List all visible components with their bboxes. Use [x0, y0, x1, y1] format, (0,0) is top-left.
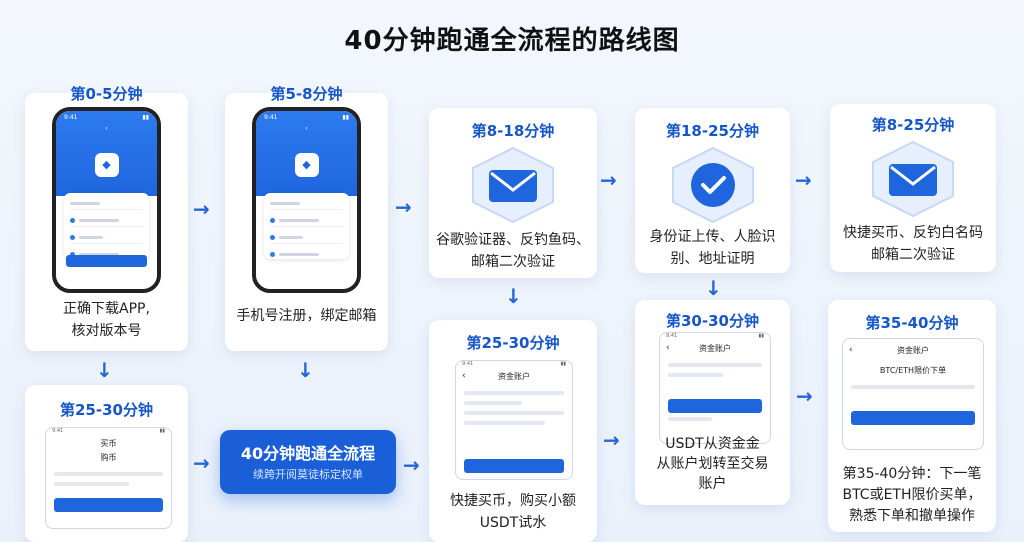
step-time: 第30-30分钟	[666, 312, 759, 330]
arrow-down-icon: ↓	[505, 284, 522, 308]
center-subtitle: 续跨开阅莫徒标定权单	[253, 468, 363, 481]
arrow-right-icon: →	[403, 453, 420, 477]
phone-mockup: 9:41▮▮ ‹ ◆	[52, 107, 161, 293]
screen-subtitle: 购币	[100, 453, 117, 462]
arrow-right-icon: →	[600, 168, 617, 192]
step-desc: 谷歌验证器、反钓鱼码、	[436, 232, 590, 248]
step-card-9: 第35-40分钟 ‹资金账户 BTC/ETH限价下单 第35-40分钟：下一笔 …	[828, 300, 996, 532]
check-icon	[671, 146, 754, 224]
step-desc: 邮箱二次验证	[871, 247, 955, 263]
step-card-4: 第18-25分钟 身份证上传、人脸识 别、地址证明	[635, 108, 790, 273]
step-desc: 核对版本号	[71, 323, 142, 339]
step-desc: 快捷买币，购买小额	[450, 493, 576, 509]
step-desc: 身份证上传、人脸识	[649, 229, 776, 245]
step-desc: 快捷买币、反钓白名码	[843, 225, 983, 241]
arrow-down-icon: ↓	[297, 358, 314, 382]
step-time: 第18-25分钟	[666, 122, 759, 140]
screen-subtitle: BTC/ETH限价下单	[879, 366, 947, 375]
step-desc: 别、地址证明	[670, 251, 755, 267]
step-desc: 第35-40分钟：下一笔	[842, 466, 982, 482]
arrow-right-icon: →	[796, 384, 813, 408]
arrow-right-icon: →	[193, 451, 210, 475]
mail-icon	[472, 146, 554, 224]
screen-title: 资金账户	[897, 346, 929, 355]
step-desc: 账户	[698, 476, 727, 492]
center-title: 40分钟跑通全流程	[240, 444, 376, 463]
app-screen: 9:41▮▮ ‹资金账户	[659, 332, 771, 444]
step-card-5: 第8-25分钟 快捷买币、反钓白名码 邮箱二次验证	[830, 104, 996, 272]
step-desc: USDT从资金金	[665, 436, 760, 452]
step-time: 第0-5分钟	[70, 85, 143, 103]
step-desc: USDT试水	[479, 515, 547, 531]
app-screen: 9:41▮▮ 买币 购币	[45, 427, 172, 529]
arrow-down-icon: ↓	[705, 276, 722, 300]
app-logo-icon: ◆	[294, 153, 319, 177]
arrow-right-icon: →	[395, 195, 412, 219]
step-desc: 从账户划转至交易	[656, 456, 769, 472]
step-desc: 邮箱二次验证	[471, 254, 555, 270]
arrow-right-icon: →	[193, 197, 210, 221]
app-logo-icon: ◆	[94, 153, 119, 177]
step-desc: 手机号注册，绑定邮箱	[236, 308, 377, 324]
app-screen: 9:41▮▮ ‹资金账户	[455, 360, 573, 480]
screen-title: 资金账户	[699, 344, 731, 353]
mail-icon	[872, 140, 954, 218]
step-time: 第25-30分钟	[466, 334, 560, 352]
app-screen: ‹资金账户 BTC/ETH限价下单	[842, 338, 984, 450]
screen-title: 资金账户	[498, 372, 530, 381]
arrow-down-icon: ↓	[96, 358, 113, 382]
step-card-6: 第25-30分钟 9:41▮▮ 买币 购币	[25, 385, 188, 542]
center-summary-box: 40分钟跑通全流程 续跨开阅莫徒标定权单	[220, 430, 396, 494]
step-card-1: 第0-5分钟 9:41▮▮ ‹ ◆ 正确下载APP, 核对版本号	[25, 85, 188, 351]
phone-mockup: 9:41▮▮ ‹ ◆	[252, 107, 361, 293]
step-desc: 正确下载APP,	[63, 301, 150, 317]
step-time: 第5-8分钟	[270, 85, 343, 103]
step-card-8: 第30-30分钟 9:41▮▮ ‹资金账户 USDT从资金金 从账户划转至交易 …	[635, 300, 790, 505]
step-time: 第25-30分钟	[60, 401, 153, 419]
step-time: 第8-18分钟	[471, 122, 555, 140]
page-title: 40分钟跑通全流程的路线图	[344, 26, 680, 56]
step-card-7: 第25-30分钟 9:41▮▮ ‹资金账户 快捷买币，购买小额 USDT试水	[429, 320, 597, 542]
step-time: 第35-40分钟	[865, 314, 959, 332]
step-time: 第8-25分钟	[871, 116, 955, 134]
screen-title: 买币	[100, 439, 117, 448]
step-desc: 熟悉下单和撤单操作	[849, 508, 975, 524]
step-card-2: 第5-8分钟 9:41▮▮ ‹ ◆ 手机号注册，绑定邮箱	[225, 85, 388, 351]
arrow-right-icon: →	[603, 428, 620, 452]
step-desc: BTC或ETH限价买单，	[842, 487, 982, 503]
arrow-right-icon: →	[795, 168, 812, 192]
step-card-3: 第8-18分钟 谷歌验证器、反钓鱼码、 邮箱二次验证	[429, 108, 597, 278]
